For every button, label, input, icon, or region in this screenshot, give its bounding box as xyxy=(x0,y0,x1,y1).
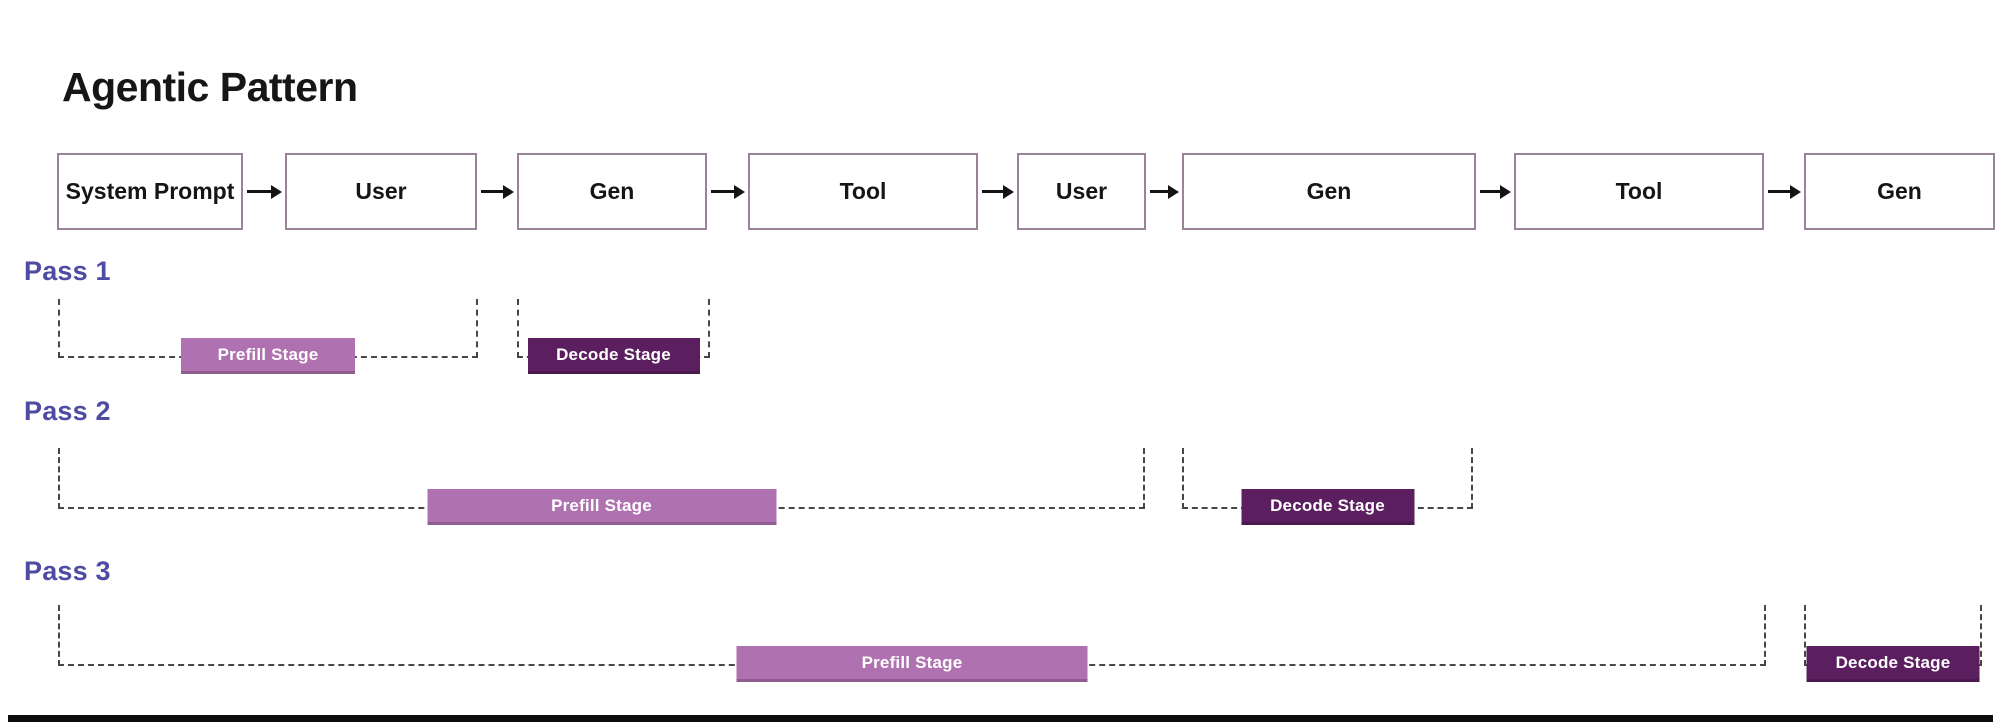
prefill-stage-badge: Prefill Stage xyxy=(427,489,776,525)
flow-box-user-2: User xyxy=(1017,153,1146,230)
decode-stage-badge: Decode Stage xyxy=(527,338,700,374)
arrow-right-icon xyxy=(982,190,1003,193)
arrow-right-icon xyxy=(1768,190,1790,193)
flow-box-tool-1: Tool xyxy=(748,153,978,230)
pass-3-label: Pass 3 xyxy=(24,556,111,586)
pass-2-prefill-bracket: Prefill Stage xyxy=(58,448,1145,525)
arrow-right-icon xyxy=(481,190,503,193)
arrow-right-icon xyxy=(711,190,734,193)
pass-3-decode-bracket: Decode Stage xyxy=(1804,605,1982,682)
flow-box-system-prompt: System Prompt xyxy=(57,153,243,230)
flow-box-gen-1: Gen xyxy=(517,153,707,230)
page-title: Agentic Pattern xyxy=(62,64,358,110)
arrow-right-icon xyxy=(1150,190,1168,193)
pass-1-prefill-bracket: Prefill Stage xyxy=(58,299,478,374)
pass-1-label: Pass 1 xyxy=(24,256,111,286)
decode-stage-badge: Decode Stage xyxy=(1241,489,1414,525)
pass-1-decode-bracket: Decode Stage xyxy=(517,299,710,374)
pass-3-prefill-bracket: Prefill Stage xyxy=(58,605,1766,682)
flow-box-user-1: User xyxy=(285,153,477,230)
flow-box-gen-2: Gen xyxy=(1182,153,1476,230)
flow-box-tool-2: Tool xyxy=(1514,153,1764,230)
pass-2-decode-bracket: Decode Stage xyxy=(1182,448,1473,525)
prefill-stage-badge: Prefill Stage xyxy=(736,646,1088,682)
bottom-border-bar xyxy=(8,715,1993,722)
arrow-right-icon xyxy=(1480,190,1500,193)
decode-stage-badge: Decode Stage xyxy=(1806,646,1980,682)
arrow-right-icon xyxy=(247,190,271,193)
prefill-stage-badge: Prefill Stage xyxy=(181,338,355,374)
pass-2-label: Pass 2 xyxy=(24,396,111,426)
flow-box-gen-3: Gen xyxy=(1804,153,1995,230)
